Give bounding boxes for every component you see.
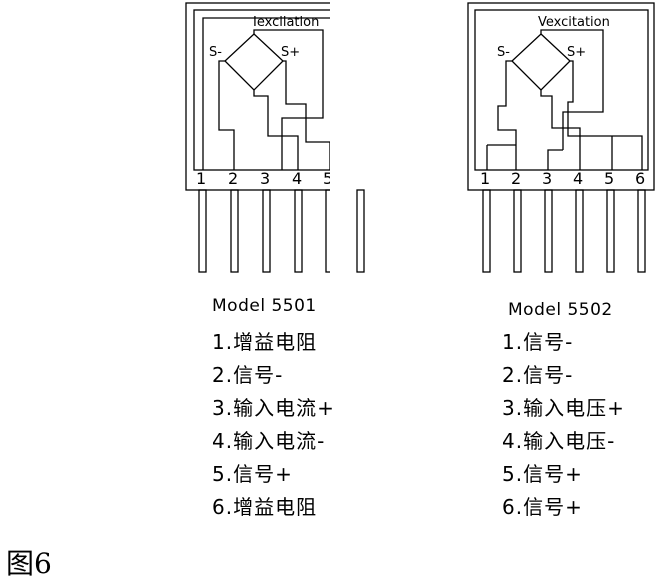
figure-caption: 图6 — [6, 547, 52, 580]
pin-function: 1.增益电阻 — [212, 330, 318, 354]
pin-number: 5 — [604, 169, 614, 188]
s-minus-label: S- — [497, 45, 510, 60]
package-outer-body — [185, 2, 330, 191]
pin-function: 5.信号+ — [502, 462, 583, 486]
package-5502-diagram: Vexcitation S- S+ 1 2 3 4 5 6 — [467, 2, 655, 273]
pin-number: 2 — [511, 169, 521, 188]
pin-number: 4 — [573, 169, 583, 188]
pin-legs — [482, 189, 646, 273]
package-inner-border — [474, 9, 649, 171]
pin-number: 3 — [260, 169, 270, 188]
s-plus-label: S+ — [567, 45, 586, 60]
pin-number: 1 — [196, 169, 206, 188]
pin-number: 4 — [292, 169, 302, 188]
pin-function: 4.输入电压- — [502, 429, 616, 453]
pin-function: 6.信号+ — [502, 495, 583, 519]
s-plus-label: S+ — [281, 45, 300, 60]
pin-number: 5 — [323, 169, 330, 188]
excitation-label: Vexcitation — [538, 15, 610, 30]
package-5501-leg-6 — [356, 189, 365, 273]
pin-function-list-5502: 1.信号- 2.信号- 3.输入电压+ 4.输入电压- 5.信号+ 6.信号+ — [502, 326, 625, 524]
package-inner-border — [193, 9, 330, 171]
excitation-loop — [202, 17, 330, 170]
model-5501-title: Model 5501 — [212, 296, 317, 316]
bridge-diamond — [511, 33, 571, 91]
package-5501-diagram: Iexcilation S- S+ 1 2 3 4 5 6 — [185, 2, 330, 273]
pin-function: 2.信号- — [212, 363, 284, 387]
pin-function: 3.输入电流+ — [212, 396, 335, 420]
pin-legs — [198, 189, 330, 273]
s-minus-label: S- — [209, 45, 222, 60]
pin-function: 6.增益电阻 — [212, 495, 318, 519]
bridge-diamond — [224, 33, 284, 91]
excitation-label: Iexcilation — [253, 15, 319, 30]
pin-function: 4.输入电流- — [212, 429, 326, 453]
package-outer-body — [467, 2, 655, 191]
model-5502-title: Model 5502 — [508, 300, 613, 320]
pin-function: 5.信号+ — [212, 462, 293, 486]
pin-function: 2.信号- — [502, 363, 574, 387]
pin-number: 2 — [228, 169, 238, 188]
pin-function: 3.输入电压+ — [502, 396, 625, 420]
pin-number: 1 — [480, 169, 490, 188]
pin-number: 3 — [542, 169, 552, 188]
pin-number: 6 — [635, 169, 645, 188]
pin-function-list-5501: 1.增益电阻 2.信号- 3.输入电流+ 4.输入电流- 5.信号+ 6.增益电… — [212, 326, 335, 524]
pin-function: 1.信号- — [502, 330, 574, 354]
